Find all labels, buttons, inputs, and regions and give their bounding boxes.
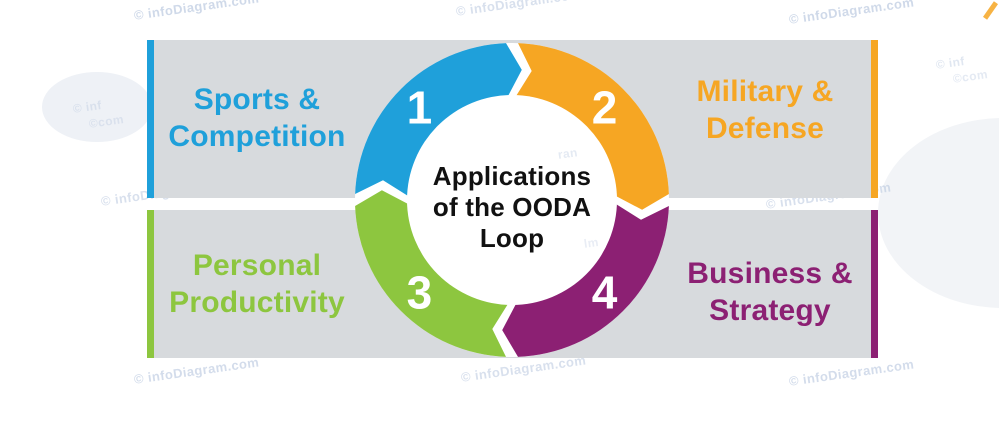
label-military-defense: Military & Defense [650, 73, 880, 147]
sports-accent-stripe [147, 40, 154, 198]
ring-center-circle [407, 95, 617, 305]
business-accent-stripe [871, 210, 878, 358]
ring-segment-3 [355, 190, 508, 357]
label-line: Defense [705, 112, 825, 145]
segment-number-3: 3 [407, 267, 433, 319]
label-business-strategy: Business & Strategy [655, 255, 885, 329]
center-title-line: Applications [432, 161, 592, 191]
center-title-line: of the OODA [432, 192, 592, 222]
center-title-line: Loop [479, 223, 545, 253]
ring-center-title: Applications of the OODA Loop [407, 161, 617, 254]
personal-accent-stripe [147, 210, 154, 358]
label-personal-productivity: Personal Productivity [142, 247, 372, 321]
label-line: Productivity [169, 286, 345, 319]
segment-number-1: 1 [407, 81, 433, 133]
label-line: Sports & [193, 83, 321, 116]
label-line: Competition [168, 120, 346, 153]
ghost-blob-left [42, 72, 152, 142]
label-sports-competition: Sports & Competition [142, 81, 372, 155]
watermark-fragment: ran [557, 145, 579, 162]
ring-segment-4 [502, 204, 669, 357]
military-accent-stripe [871, 40, 878, 198]
label-line: Military & [696, 75, 834, 108]
label-line: Personal [192, 249, 322, 282]
watermark-fragment: lm [583, 234, 600, 251]
segment-number-4: 4 [592, 267, 618, 319]
label-line: Strategy [709, 294, 831, 327]
label-line: Business & [687, 257, 853, 290]
ring-segment-2 [516, 43, 669, 210]
segment-number-2: 2 [592, 81, 618, 133]
ring-segment-1 [355, 43, 522, 196]
